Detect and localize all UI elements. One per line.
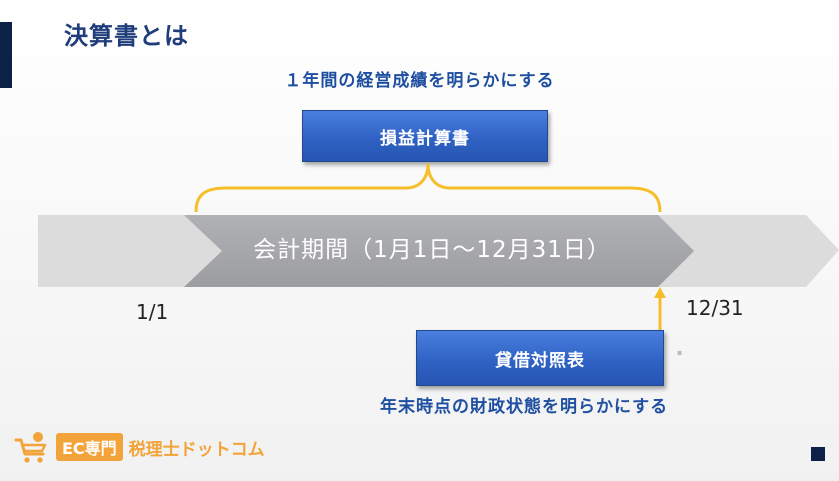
accounting-period-label: 会計期間（1月1日～12月31日） bbox=[253, 237, 611, 263]
period-chevron bbox=[184, 215, 694, 287]
income-statement-caption: １年間の経営成績を明らかにする bbox=[284, 71, 555, 91]
balance-sheet-box: 貸借対照表 bbox=[416, 330, 664, 386]
start-date-label: 1/1 bbox=[136, 300, 169, 324]
balance-sheet-caption: 年末時点の財政状態を明らかにする bbox=[380, 397, 669, 417]
year-end-arrow-head bbox=[654, 287, 666, 298]
logo-badge: EC専門 bbox=[56, 433, 123, 461]
income-statement-box: 損益計算書 bbox=[302, 110, 548, 162]
logo: EC専門 税理士ドットコム bbox=[14, 430, 265, 464]
page-title: 決算書とは bbox=[64, 22, 189, 50]
period-bracket bbox=[194, 163, 662, 213]
balance-sheet-label: 貸借対照表 bbox=[495, 350, 585, 371]
income-statement-label: 損益計算書 bbox=[380, 128, 470, 149]
cart-icon bbox=[14, 432, 47, 463]
small-dot-mark: ▪ bbox=[677, 348, 683, 357]
logo-text: 税理士ドットコム bbox=[128, 439, 265, 460]
end-date-label: 12/31 bbox=[686, 296, 744, 320]
left-accent-bar bbox=[0, 22, 12, 88]
corner-square bbox=[811, 447, 825, 461]
